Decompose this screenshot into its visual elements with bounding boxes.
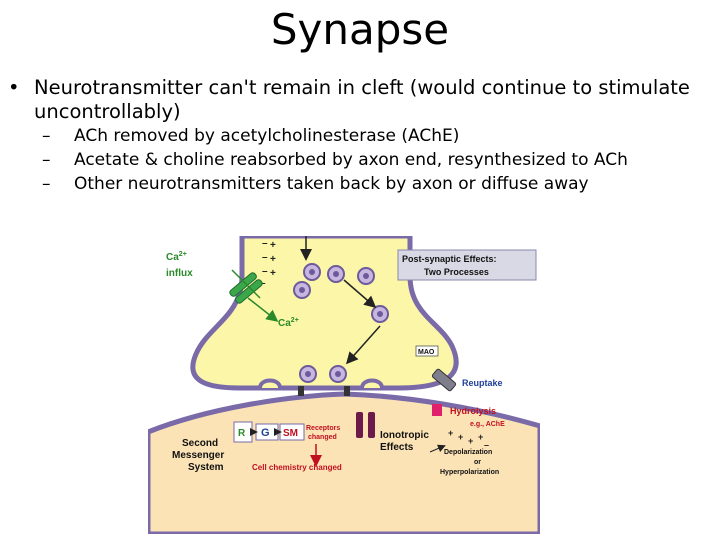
subbullet-text: Other neurotransmitters taken back by ax… [74, 174, 589, 194]
svg-text:+: + [270, 268, 276, 279]
subbullet-text: Acetate & choline reabsorbed by axon end… [74, 150, 628, 170]
bullet-list: • Neurotransmitter can't remain in cleft… [8, 76, 713, 196]
ionotropic-label-2: Effects [380, 442, 414, 453]
receptor [298, 386, 304, 396]
svg-text:–: – [262, 266, 268, 277]
calcium-channel [229, 272, 263, 304]
vesicles [293, 263, 389, 383]
second-messenger-label-3: System [188, 462, 224, 473]
hydrolysis-label: Hydrolysis [450, 406, 496, 416]
box-title-line1: Post-synaptic Effects: [402, 254, 497, 264]
post-charges: +++ +– [448, 428, 489, 450]
subbullet-dash: – [42, 174, 51, 194]
ache-label: e.g., AChE [470, 421, 505, 428]
bullet-text: Neurotransmitter can't remain in cleft (… [34, 76, 690, 123]
mao-box [415, 345, 439, 357]
ion-channel-left [356, 412, 363, 438]
svg-text:+: + [468, 436, 473, 446]
receptor-r-label: R [238, 428, 246, 439]
svg-text:+: + [478, 432, 483, 442]
vesicle-core [299, 287, 305, 293]
depolarization-label: Depolarization [444, 449, 492, 456]
release-site-left [258, 378, 282, 389]
svg-text:+: + [270, 254, 276, 265]
svg-text:+: + [448, 428, 453, 438]
box-title-line2: Two Processes [424, 267, 489, 277]
slide-title: Synapse [270, 5, 450, 54]
subbullet-item: – ACh removed by acetylcholinesterase (A… [42, 124, 713, 148]
second-messenger-label-2: Messenger [172, 450, 224, 461]
subbullet-item: – Other neurotransmitters taken back by … [42, 172, 713, 196]
receptors-changed-label-2: changed [308, 434, 337, 441]
ca-label: Ca2+ [278, 317, 299, 329]
vesicle-core [333, 271, 339, 277]
second-messenger-label-1: Second [182, 438, 218, 449]
hydrolysis-enzyme-icon [432, 404, 442, 416]
mao-label: MAO [418, 349, 435, 356]
svg-text:–: – [484, 440, 489, 450]
cell-chemistry-label: Cell chemistry changed [252, 463, 342, 472]
vesicle-transport-arrow [343, 279, 377, 308]
vesicle-core [305, 371, 311, 377]
post-synaptic-effects-box [397, 249, 537, 281]
calcium-influx-arrow [247, 297, 279, 322]
release-site-right [360, 378, 384, 389]
depolarization-arrow [429, 444, 446, 453]
calcium-flow-line [231, 269, 261, 299]
bullet-dot: • [8, 76, 20, 99]
vesicle-core [377, 311, 383, 317]
or-label: or [474, 459, 481, 466]
svg-text:–: – [262, 252, 268, 263]
ion-channel-right [368, 412, 375, 438]
sm-label: SM [283, 428, 298, 439]
ca-influx-label: Ca2+ [166, 251, 187, 263]
vesicle-core [309, 269, 315, 275]
receptors-changed-label-1: Receptors [306, 425, 340, 432]
svg-text:+: + [270, 240, 276, 251]
svg-text:+: + [458, 432, 463, 442]
vesicle-transport-arrow [346, 325, 381, 365]
bullet-item: • Neurotransmitter can't remain in cleft… [8, 76, 713, 124]
subbullet-dash: – [42, 150, 51, 170]
reuptake-label: Reuptake [462, 378, 503, 388]
svg-text:–: – [262, 238, 268, 249]
ionotropic-label-1: Ionotropic [380, 430, 429, 441]
g-protein-label: G [261, 427, 270, 439]
presynaptic-terminal [190, 233, 459, 391]
influx-label: influx [166, 268, 193, 279]
membrane-charges: –+ –+ –+ – [260, 238, 276, 289]
hyperpolarization-label: Hyperpolarization [440, 469, 499, 476]
synapse-diagram-svg: –+ –+ –+ – Ca2+ influx Ca2+ Post-synapti… [145, 233, 543, 537]
subbullet-item: – Acetate & choline reabsorbed by axon e… [42, 148, 713, 172]
svg-text:–: – [260, 278, 266, 289]
vesicle-core [335, 371, 341, 377]
synapse-diagram: –+ –+ –+ – Ca2+ influx Ca2+ Post-synapti… [145, 233, 543, 537]
subbullet-dash: – [42, 126, 51, 146]
subbullet-text: ACh removed by acetylcholinesterase (ACh… [74, 126, 460, 146]
vesicle-core [363, 273, 369, 279]
receptor [344, 386, 350, 396]
reuptake-transporter [431, 368, 457, 392]
